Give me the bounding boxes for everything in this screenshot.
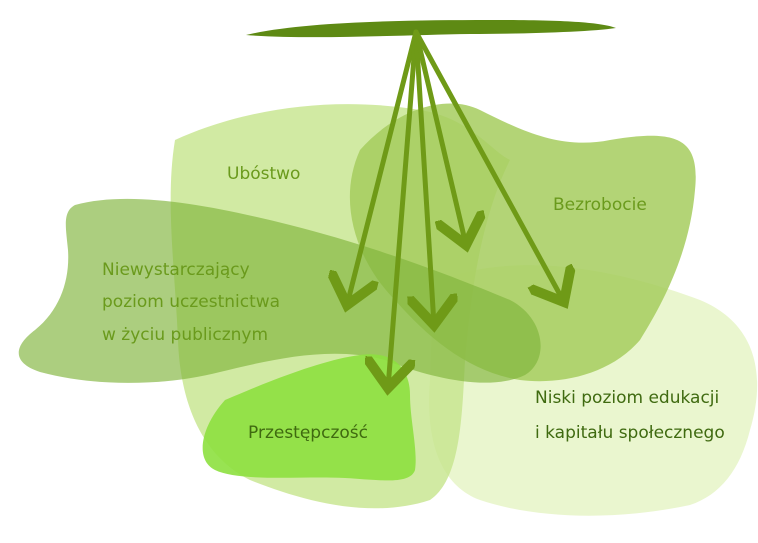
label-bezrobocie: Bezrobocie xyxy=(553,195,647,215)
label-participation-line3: w życiu publicznym xyxy=(102,325,268,345)
label-przestepczosc: Przestępczość xyxy=(248,423,368,443)
label-education-line2: i kapitału społecznego xyxy=(535,423,725,443)
label-ubostwo: Ubóstwo xyxy=(227,164,300,184)
label-education-line1: Niski poziom edukacji xyxy=(535,388,719,408)
top-blade xyxy=(246,20,616,37)
label-participation-line2: poziom uczestnictwa xyxy=(102,292,280,312)
label-participation-line1: Niewystarczający xyxy=(102,260,250,280)
